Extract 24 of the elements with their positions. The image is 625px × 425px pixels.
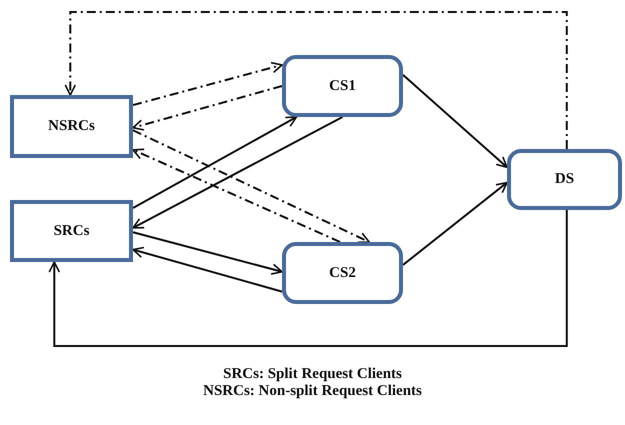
arrow xyxy=(132,148,340,243)
arrow xyxy=(64,11,568,149)
node-label: SRCs xyxy=(54,222,90,240)
arrow xyxy=(48,210,568,347)
node-label: CS2 xyxy=(329,264,356,282)
server-box xyxy=(507,149,622,210)
server-box xyxy=(282,242,403,304)
arrow xyxy=(132,116,298,209)
arrow xyxy=(132,62,283,106)
node-label: NSRCs xyxy=(48,118,95,135)
node-label: DS xyxy=(554,171,574,188)
server-box xyxy=(282,55,403,117)
arrow xyxy=(132,129,370,244)
legend-note: NSRCs: Non-split Request Clients xyxy=(202,383,423,400)
client-box xyxy=(10,200,133,262)
client-box xyxy=(10,95,133,158)
arrow xyxy=(132,85,282,131)
arrow xyxy=(402,74,508,168)
arrow xyxy=(132,116,343,229)
arrow xyxy=(402,182,508,266)
legend-note: SRCs: Split Request Clients xyxy=(222,366,403,383)
arrow xyxy=(132,231,283,275)
arrow xyxy=(132,246,282,293)
node-label: CS1 xyxy=(329,78,356,94)
